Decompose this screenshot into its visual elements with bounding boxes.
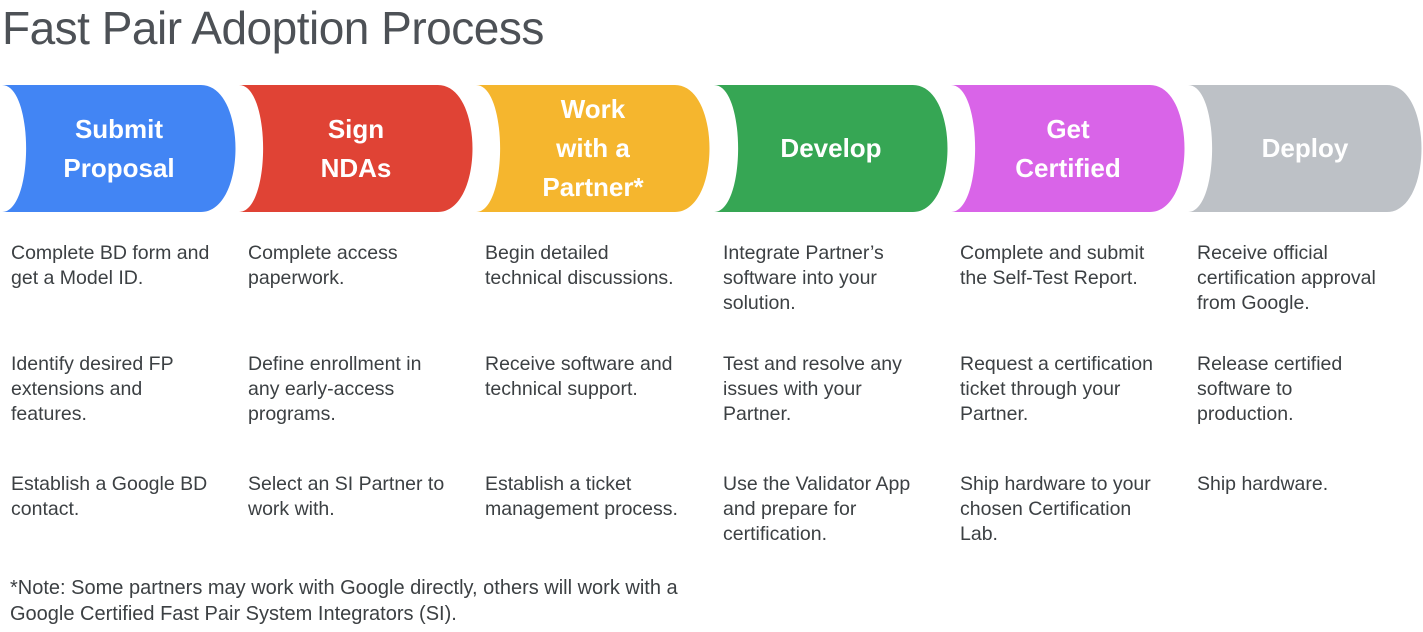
step-item: Complete access paperwork. [248, 242, 398, 289]
step-item: Use the Validator App and prepare for ce… [723, 473, 911, 545]
page-title: Fast Pair Adoption Process [2, 2, 544, 54]
step-item: Select an SI Partner to work with. [248, 473, 445, 520]
step-arrow-shape [1188, 85, 1422, 212]
step-label: Submit Proposal [63, 113, 175, 183]
step-column-sign-ndas: Sign NDAs Complete access paperwork. Def… [237, 0, 475, 632]
step-arrow-shape [951, 85, 1185, 212]
step-item: Release certified software to production… [1197, 353, 1343, 425]
step-column-develop: Develop Integrate Partner’s software int… [712, 0, 950, 632]
footnote: *Note: Some partners may work with Googl… [10, 577, 678, 625]
step-item: Complete and submit the Self-Test Report… [960, 242, 1145, 289]
step-item: Complete BD form and get a Model ID. [11, 242, 210, 289]
step-label: Deploy [1261, 133, 1349, 163]
step-item: Request a certification ticket through y… [960, 353, 1153, 425]
step-item: Test and resolve any issues with your Pa… [723, 353, 902, 425]
step-arrow-shape [476, 85, 710, 212]
step-column-work-with-partner: Work with a Partner* Begin detailed tech… [474, 0, 712, 632]
step-label: Get Certified [1015, 113, 1121, 183]
step-column-submit-proposal: Submit Proposal Complete BD form and get… [0, 0, 238, 632]
step-label: Work with a Partner* [542, 94, 644, 202]
step-arrow-shape [714, 85, 948, 212]
step-label: Develop [780, 133, 882, 163]
step-item: Receive software and technical support. [485, 353, 673, 400]
step-item: Receive official certification approval … [1197, 242, 1376, 314]
step-item: Identify desired FP extensions and featu… [11, 353, 174, 425]
step-item: Ship hardware to your chosen Certificati… [960, 473, 1151, 545]
step-item: Define enrollment in any early-access pr… [248, 353, 422, 425]
step-column-deploy: Deploy Receive official certification ap… [1186, 0, 1423, 632]
step-item: Establish a Google BD contact. [11, 473, 208, 520]
step-column-get-certified: Get Certified Complete and submit the Se… [949, 0, 1187, 632]
step-item: Begin detailed technical discussions. [485, 242, 674, 289]
step-item: Establish a ticket management process. [485, 473, 678, 520]
step-item: Integrate Partner’s software into your s… [723, 242, 884, 314]
step-arrow-shape [239, 85, 473, 212]
step-arrow-shape [2, 85, 236, 212]
step-label: Sign NDAs [320, 113, 392, 183]
step-item: Ship hardware. [1197, 473, 1329, 495]
